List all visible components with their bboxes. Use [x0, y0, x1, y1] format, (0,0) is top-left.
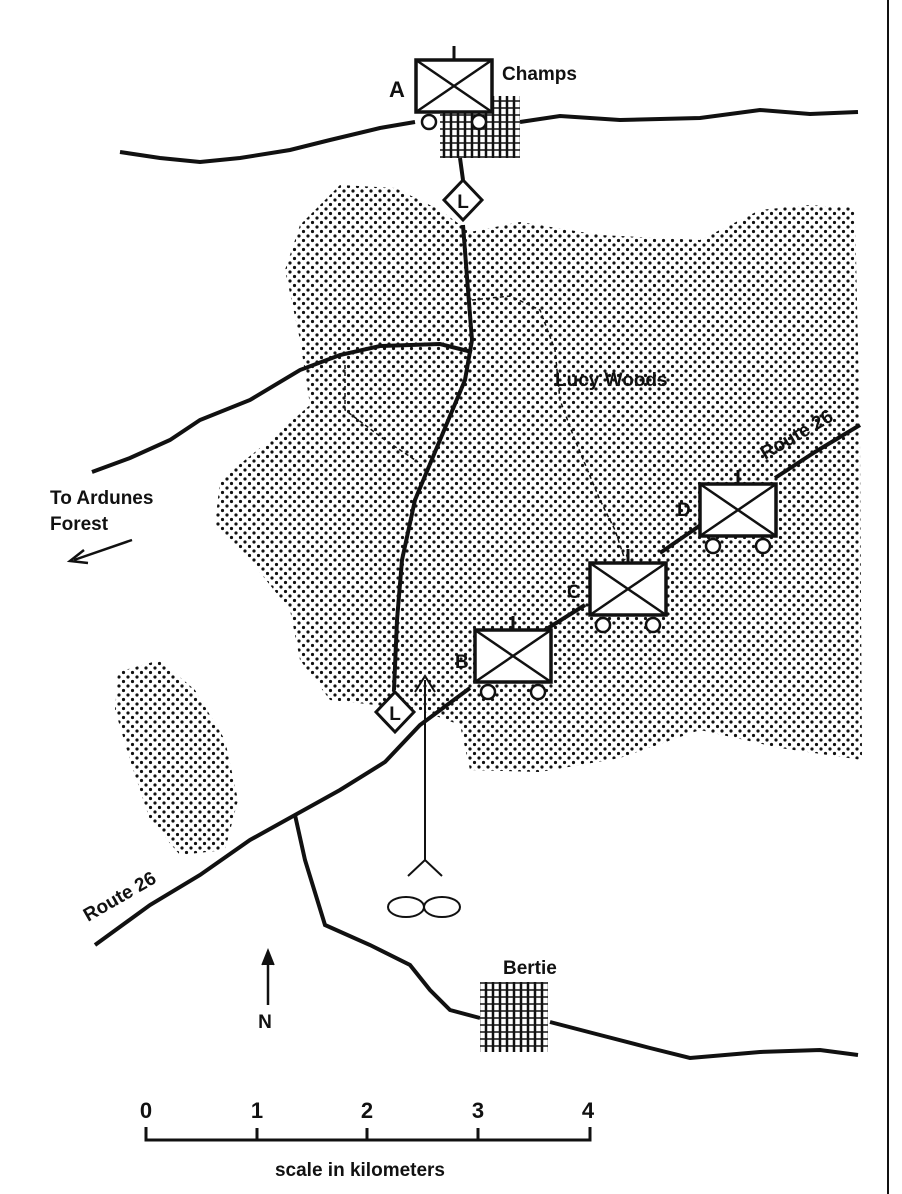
label-ardunes-line1: To Ardunes	[50, 488, 153, 509]
label-ardunes-line2: Forest	[50, 514, 109, 535]
north-label: N	[258, 1012, 272, 1033]
position-a-truck[interactable]	[414, 46, 494, 131]
river-south	[293, 814, 859, 1061]
town-bertie	[480, 982, 548, 1052]
landmark-l-south[interactable]: L	[373, 689, 417, 735]
landmark-l-north[interactable]: L	[441, 177, 485, 223]
label-lucy-woods: Lucy Woods	[555, 370, 668, 391]
label-route-26-sw: Route 26	[80, 868, 160, 926]
landmark-l-south-label: L	[389, 704, 401, 725]
position-d-truck[interactable]	[698, 470, 778, 555]
label-position-a: A	[389, 77, 405, 102]
scale-tick-4: 4	[582, 1098, 595, 1123]
north-arrow: N	[258, 947, 275, 1033]
label-position-d: D	[677, 500, 691, 521]
trail-west	[344, 365, 419, 463]
road-west	[91, 341, 473, 474]
label-champs: Champs	[502, 64, 577, 85]
position-b-truck[interactable]	[473, 616, 553, 701]
road-north-south	[392, 157, 475, 691]
woods-area-west	[115, 660, 238, 855]
scale-caption: scale in kilometers	[275, 1160, 445, 1181]
label-bertie: Bertie	[503, 958, 557, 979]
scale-bar: 0 1 2 3 4 scale in kilometers	[140, 1098, 595, 1181]
river-north	[119, 107, 859, 165]
label-position-c: C	[567, 582, 581, 603]
observer-symbol	[387, 674, 461, 918]
trail-east	[471, 295, 626, 561]
label-position-b: B	[455, 652, 469, 673]
landmark-l-north-label: L	[457, 192, 469, 213]
scale-tick-0: 0	[140, 1098, 152, 1123]
position-c-truck[interactable]	[588, 549, 668, 634]
route-26	[93, 423, 862, 947]
woods-area-main	[215, 185, 862, 772]
ardunes-direction-arrow	[66, 538, 133, 565]
scale-tick-1: 1	[251, 1098, 263, 1123]
scale-tick-2: 2	[361, 1098, 373, 1123]
scale-tick-3: 3	[472, 1098, 484, 1123]
